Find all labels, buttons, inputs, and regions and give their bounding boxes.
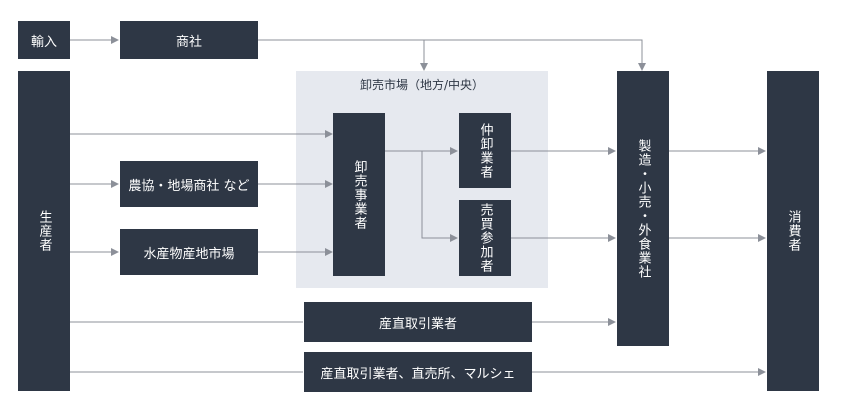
producer-node: 生産者 <box>18 71 70 391</box>
manufacturer-retail-node: 製造・小売・外食業社 <box>617 71 669 346</box>
ja-trading-node: 農協・地場商社 など <box>120 161 258 207</box>
arrow-trading-to-retail <box>258 39 646 71</box>
trading-company-node: 商社 <box>120 21 258 59</box>
import-node: 輸入 <box>18 21 70 59</box>
consumer-node: 消費者 <box>767 71 819 391</box>
buying-participant-node: 売買参加者 <box>459 200 511 276</box>
fish-market-node: 水産物産地市場 <box>120 229 258 275</box>
direct-trader-node: 産直取引業者 <box>304 302 532 342</box>
arrow-wholesaler-to-buying <box>421 151 458 242</box>
wholesaler-node: 卸売事業者 <box>333 113 385 276</box>
intermediate-wholesaler-node: 仲卸業者 <box>459 113 511 188</box>
wholesale-market-title: 卸売市場（地方/中央） <box>359 78 485 92</box>
direct-channels-node: 産直取引業者、直売所、マルシェ <box>304 352 532 392</box>
